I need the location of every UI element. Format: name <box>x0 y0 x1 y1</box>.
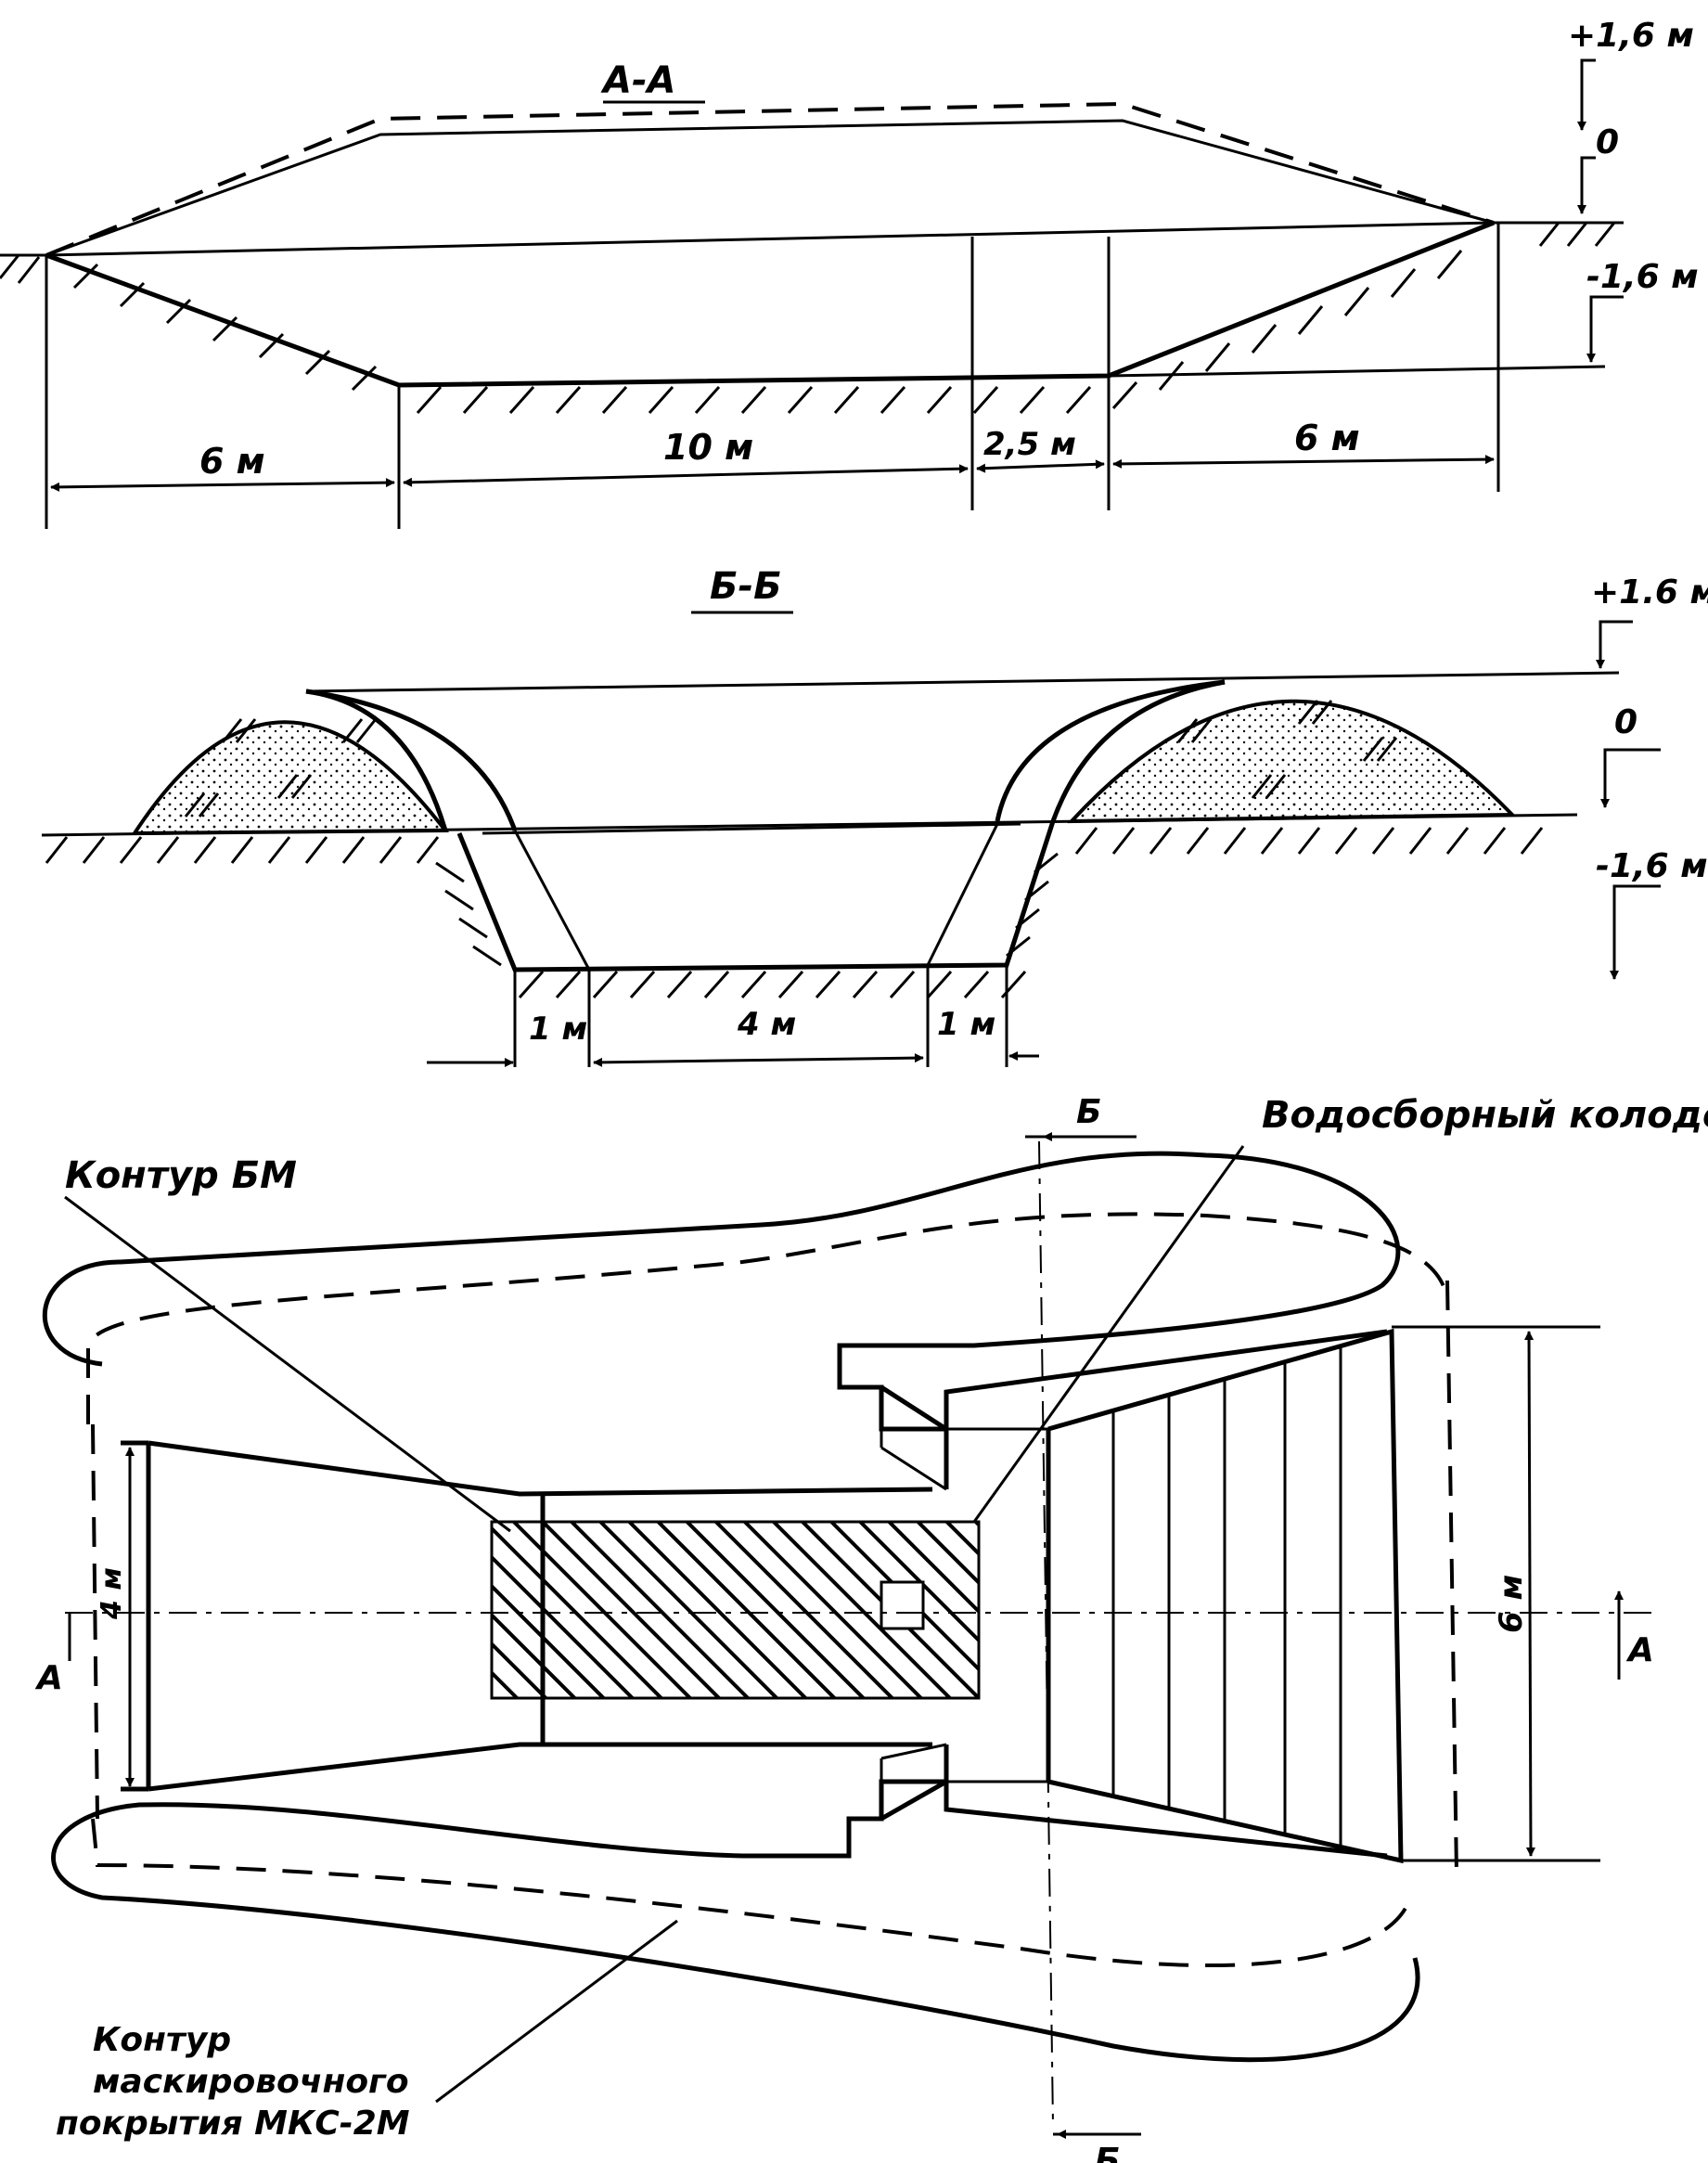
dimension-lines-bb <box>427 1051 1039 1067</box>
label-cover-line-3: покрытия МКС-2М <box>56 2105 410 2143</box>
dim-line-width <box>1524 1331 1535 1857</box>
dim-aa-narrow: 2,5 м <box>983 426 1076 463</box>
dim-inner: 4 м <box>96 1567 128 1620</box>
section-mark-a-right: А <box>1625 1631 1654 1669</box>
right-spoil-mound <box>1067 699 1517 824</box>
extension-lines <box>45 223 1500 529</box>
dim-bb-left: 1 м <box>529 1011 587 1048</box>
pit-profile <box>45 220 1495 388</box>
label-well: Водосборный колодец <box>1262 1094 1708 1137</box>
dim-width: 6 м <box>1493 1575 1530 1633</box>
left-spoil-mound <box>131 720 450 836</box>
label-cover-line-1: Контур <box>93 2021 231 2059</box>
section-aa-title: А-А <box>600 59 676 102</box>
dim-aa-left: 6 м <box>199 441 265 482</box>
dim-aa-right: 6 м <box>1294 418 1360 458</box>
upper-cover-outline <box>42 1151 1401 1432</box>
plan-view: Б Б А А 4 м 6 м Контур БМ Водосборный ко… <box>34 1093 1708 2163</box>
section-mark-b-bottom: Б <box>1095 2142 1120 2163</box>
level-aa-zero: 0 <box>1596 123 1619 161</box>
section-bb: Б-Б <box>41 565 1708 1067</box>
dim-bb-right: 1 м <box>937 1006 995 1043</box>
level-marks-bb <box>1596 620 1661 980</box>
water-collection-well <box>880 1580 925 1630</box>
label-contour-bm: Контур БМ <box>65 1154 297 1197</box>
label-cover-line-2: маскировочного <box>93 2063 409 2101</box>
dim-aa-middle: 10 м <box>663 427 753 468</box>
section-aa: А-А <box>0 17 1699 529</box>
level-marks-aa <box>1577 58 1624 363</box>
mound-hatching <box>184 700 1398 818</box>
leader-cover <box>435 1919 678 2104</box>
cover-top-line <box>305 671 1620 693</box>
trench-profile <box>456 820 1056 972</box>
pit-plan <box>121 1328 1404 1864</box>
right-cover-arch <box>995 679 1226 822</box>
ground-hatching <box>0 222 1616 414</box>
leader-well <box>972 1145 1245 1523</box>
section-mark-b-top: Б <box>1076 1093 1101 1131</box>
level-bb-zero: 0 <box>1614 703 1637 741</box>
extension-lines-bb <box>513 965 1008 1067</box>
dim-bb-middle: 4 м <box>737 1006 796 1043</box>
leader-contour-bm <box>64 1195 511 1533</box>
level-aa-top: +1,6 м <box>1568 17 1694 55</box>
section-bb-title: Б-Б <box>710 565 782 608</box>
section-mark-a-left: А <box>34 1659 63 1697</box>
level-bb-bottom: -1,6 м <box>1596 847 1708 885</box>
lower-cover-outline <box>51 1779 1420 2063</box>
ground-hatching-bb <box>45 827 1544 998</box>
ramp-steps <box>1111 1347 1342 1847</box>
level-bb-top: +1.6 м <box>1591 573 1708 612</box>
section-line-bb <box>1038 1140 1054 2126</box>
level-aa-bottom: -1,6 м <box>1586 258 1699 296</box>
dimension-lines-aa <box>50 455 1495 492</box>
embankment-outline <box>45 119 1495 257</box>
